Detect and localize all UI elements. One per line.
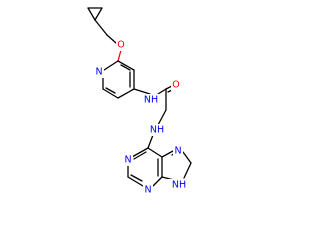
- bond-26: [127, 176, 144, 187]
- bond-layer: [87, 7, 192, 187]
- bond-12: [102, 88, 119, 99]
- pyridine-nitrogen-atom: N: [94, 66, 104, 78]
- bond-2: [94, 7, 103, 21]
- bond-5: [117, 49, 122, 62]
- bond-28: [152, 176, 163, 187]
- bond-27: [130, 174, 143, 182]
- bond-11: [117, 88, 135, 99]
- bond-3: [94, 19, 108, 36]
- structure-canvas: O N NH O NH N: [87, 7, 192, 196]
- bond-32: [161, 150, 174, 158]
- bond-1: [87, 7, 96, 21]
- bond-4: [106, 34, 117, 44]
- bond-13: [105, 87, 116, 94]
- purine-n1-atom: N: [123, 154, 133, 166]
- carbonyl-oxygen-label: O: [172, 80, 179, 91]
- amine-nh-label: NH: [150, 125, 164, 136]
- amine-nitrogen-atom: NH: [149, 124, 165, 136]
- pyridine-nitrogen-label: N: [95, 67, 102, 78]
- bond-22: [147, 134, 154, 149]
- bond-16: [133, 88, 151, 95]
- molecular-structure-diagram: O N NH O NH N: [87, 7, 192, 196]
- amide-nh-label: NH: [144, 95, 158, 106]
- ether-oxygen-atom: O: [116, 39, 126, 51]
- bond-35: [183, 162, 192, 179]
- purine-n7-label: N: [174, 146, 181, 157]
- atom-label-layer: O N NH O NH N: [94, 39, 190, 196]
- purine-n3-atom: N: [143, 184, 153, 196]
- bond-8: [117, 60, 135, 71]
- bond-6: [103, 60, 119, 71]
- bond-21: [157, 109, 167, 126]
- carbonyl-oxygen-atom: O: [171, 79, 181, 91]
- purine-n9h-label: NH: [172, 180, 186, 191]
- bond-24: [133, 151, 147, 160]
- bond-23: [131, 147, 149, 158]
- purine-n1-label: N: [124, 155, 131, 166]
- ether-oxygen-label: O: [117, 40, 124, 51]
- bond-15: [120, 64, 131, 71]
- bond-31: [147, 147, 163, 158]
- bond-17: [157, 88, 167, 95]
- bond-34: [182, 151, 192, 164]
- purine-n9-atom: NH: [168, 179, 190, 191]
- purine-n3-label: N: [144, 185, 151, 196]
- purine-n7-atom: N: [173, 145, 183, 157]
- amide-nitrogen-atom: NH: [143, 94, 159, 106]
